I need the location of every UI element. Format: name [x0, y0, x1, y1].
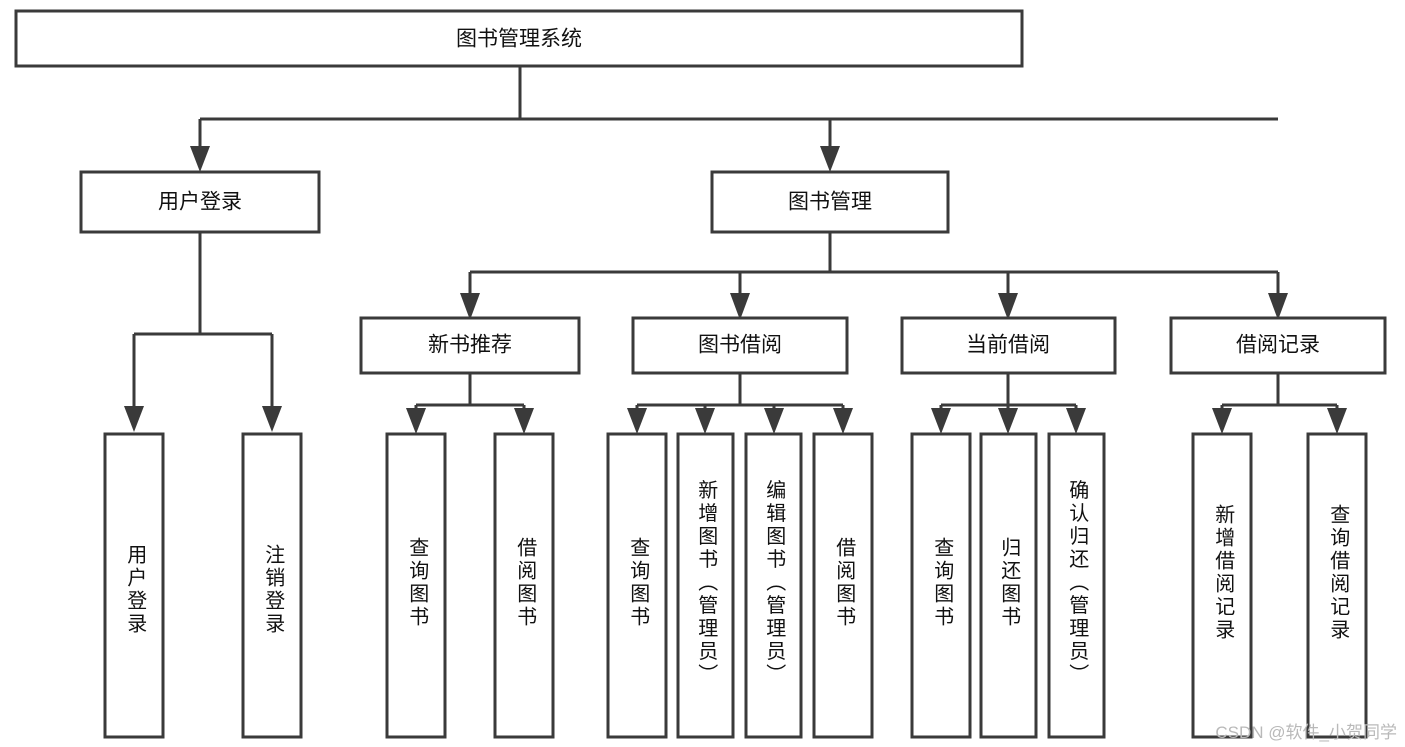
node-root-system-box[interactable]: [14, 9, 1024, 68]
leaf-logout-label: 注销登录: [262, 544, 285, 636]
leaf-add-book-label: 新增图书（管理员）: [695, 479, 718, 686]
arrow-to-leaf-query-book-1: [406, 408, 426, 434]
leaf-query-book-3-label: 查询图书: [931, 537, 954, 629]
leaf-add-book[interactable]: 新增图书（管理员）: [676, 432, 735, 739]
node-book-borrow-box[interactable]: [631, 316, 849, 375]
leaf-query-book-3-box[interactable]: [910, 432, 972, 739]
leaf-query-book-2[interactable]: 查询图书: [606, 432, 668, 739]
leaf-add-record-label: 新增借阅记录: [1212, 504, 1235, 642]
node-book-manage-box[interactable]: [710, 170, 950, 234]
watermark-label: CSDN @软件_小贺同学: [1215, 723, 1397, 742]
leaf-query-record[interactable]: 查询借阅记录: [1306, 432, 1368, 739]
leaf-query-record-box[interactable]: [1306, 432, 1368, 739]
arrow-to-leaf-borrow-book-2: [833, 408, 853, 434]
node-current-borrow[interactable]: 当前借阅: [900, 316, 1117, 375]
node-user-login-box[interactable]: [79, 170, 321, 234]
arrow-to-borrow-record: [1268, 293, 1288, 320]
leaf-query-book-2-label: 查询图书: [627, 537, 650, 629]
leaf-confirm-return[interactable]: 确认归还（管理员）: [1047, 432, 1106, 739]
node-new-book-recommend-label: 新书推荐: [428, 334, 512, 357]
leaf-return-book[interactable]: 归还图书: [979, 432, 1038, 739]
leaf-query-book-1-box[interactable]: [385, 432, 447, 739]
node-borrow-record-box[interactable]: [1169, 316, 1387, 375]
node-user-login-label: 用户登录: [158, 191, 242, 214]
connector-borrow-record-to-leaves: [1212, 373, 1347, 434]
arrow-to-current-borrow: [998, 293, 1018, 320]
leaf-logout-box[interactable]: [241, 432, 303, 739]
leaf-user-login[interactable]: 用户登录: [103, 432, 165, 739]
node-borrow-record-label: 借阅记录: [1236, 334, 1320, 357]
connector-current-borrow-to-leaves: [931, 373, 1086, 434]
node-current-borrow-label: 当前借阅: [966, 334, 1050, 357]
arrow-to-user-login: [190, 146, 210, 172]
connector-book-manage-to-level3: [460, 232, 1288, 320]
connector-new-book-recommend-to-leaves: [406, 373, 534, 434]
leaf-query-book-1-label: 查询图书: [406, 537, 429, 629]
connector-user-login-to-leaves: [124, 232, 282, 432]
arrow-to-leaf-edit-book: [764, 408, 784, 434]
node-user-login[interactable]: 用户登录: [79, 170, 321, 234]
arrow-to-leaf-user-login: [124, 406, 144, 432]
node-current-borrow-box[interactable]: [900, 316, 1117, 375]
leaf-borrow-book-1-box[interactable]: [493, 432, 555, 739]
leaf-logout[interactable]: 注销登录: [241, 432, 303, 739]
leaf-add-record[interactable]: 新增借阅记录: [1191, 432, 1253, 739]
leaf-borrow-book-2-label: 借阅图书: [833, 537, 856, 629]
leaf-confirm-return-label: 确认归还（管理员）: [1066, 479, 1089, 686]
leaf-query-book-1[interactable]: 查询图书: [385, 432, 447, 739]
arrow-to-leaf-query-book-3: [931, 408, 951, 434]
leaf-query-book-3[interactable]: 查询图书: [910, 432, 972, 739]
arrow-to-leaf-borrow-book-1: [514, 408, 534, 434]
leaf-return-book-box[interactable]: [979, 432, 1038, 739]
leaf-edit-book-label: 编辑图书（管理员）: [763, 479, 786, 686]
node-book-manage[interactable]: 图书管理: [710, 170, 950, 234]
leaf-user-login-box[interactable]: [103, 432, 165, 739]
leaf-return-book-label: 归还图书: [998, 537, 1021, 629]
leaf-query-record-label: 查询借阅记录: [1327, 504, 1350, 642]
arrow-to-leaf-add-book: [695, 408, 715, 434]
arrow-to-new-book-recommend: [460, 293, 480, 320]
leaf-borrow-book-1[interactable]: 借阅图书: [493, 432, 555, 739]
node-root-system[interactable]: 图书管理系统: [14, 9, 1024, 68]
arrow-to-leaf-query-book-2: [627, 408, 647, 434]
node-borrow-record[interactable]: 借阅记录: [1169, 316, 1387, 375]
leaf-add-book-box[interactable]: [676, 432, 735, 739]
leaf-add-record-box[interactable]: [1191, 432, 1253, 739]
arrow-to-book-borrow: [730, 293, 750, 320]
node-root-system-label: 图书管理系统: [456, 28, 582, 51]
connector-book-borrow-to-leaves: [627, 373, 853, 434]
arrow-to-leaf-query-record: [1327, 408, 1347, 434]
arrow-to-leaf-confirm-return: [1066, 408, 1086, 434]
node-new-book-recommend[interactable]: 新书推荐: [359, 316, 581, 375]
leaf-confirm-return-box[interactable]: [1047, 432, 1106, 739]
leaf-borrow-book-2-box[interactable]: [812, 432, 874, 739]
node-new-book-recommend-box[interactable]: [359, 316, 581, 375]
leaf-borrow-book-1-label: 借阅图书: [514, 537, 537, 629]
leaf-edit-book-box[interactable]: [744, 432, 803, 739]
node-book-borrow[interactable]: 图书借阅: [631, 316, 849, 375]
node-book-borrow-label: 图书借阅: [698, 334, 782, 357]
leaf-edit-book[interactable]: 编辑图书（管理员）: [744, 432, 803, 739]
arrow-to-leaf-add-record: [1212, 408, 1232, 434]
leaf-query-book-2-box[interactable]: [606, 432, 668, 739]
arrow-to-book-manage: [820, 146, 840, 172]
arrow-to-leaf-return-book: [998, 408, 1018, 434]
arrow-to-leaf-logout: [262, 406, 282, 432]
leaf-user-login-label: 用户登录: [124, 544, 147, 636]
leaf-borrow-book-2[interactable]: 借阅图书: [812, 432, 874, 739]
node-book-manage-label: 图书管理: [788, 191, 872, 214]
connector-root-to-level2: [190, 66, 1278, 172]
